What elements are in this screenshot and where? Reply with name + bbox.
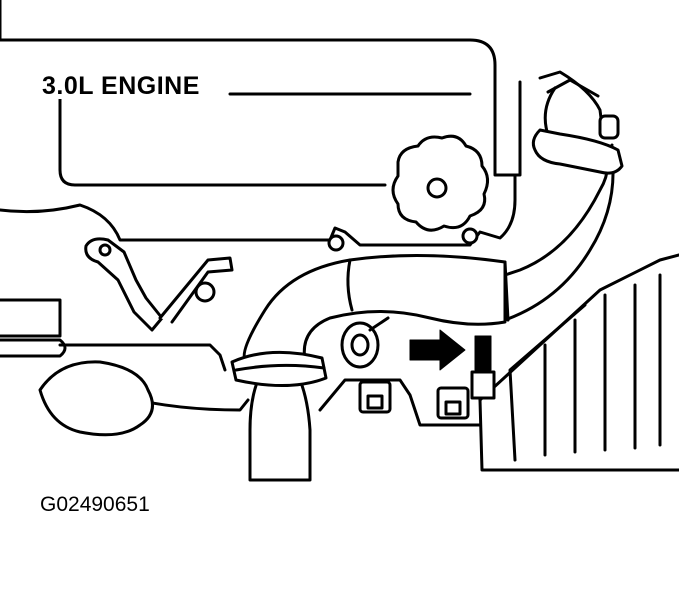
figure-id: G02490651 — [40, 493, 150, 516]
mounting-bolts — [194, 227, 479, 303]
connector-icon — [470, 335, 496, 400]
dipstick-bracket — [84, 237, 234, 332]
upper-radiator-hose — [503, 70, 624, 322]
oil-filler-cap — [391, 134, 489, 232]
valve-cover — [0, 0, 522, 247]
connector-right — [436, 386, 470, 420]
engine-label: 3.0L ENGINE — [42, 74, 204, 99]
lower-hose — [230, 350, 328, 482]
arrow-right-icon — [409, 329, 466, 371]
left-components — [0, 298, 227, 437]
radiator-shroud — [478, 253, 679, 472]
connector-left — [358, 380, 392, 414]
temperature-sensor — [340, 316, 390, 369]
